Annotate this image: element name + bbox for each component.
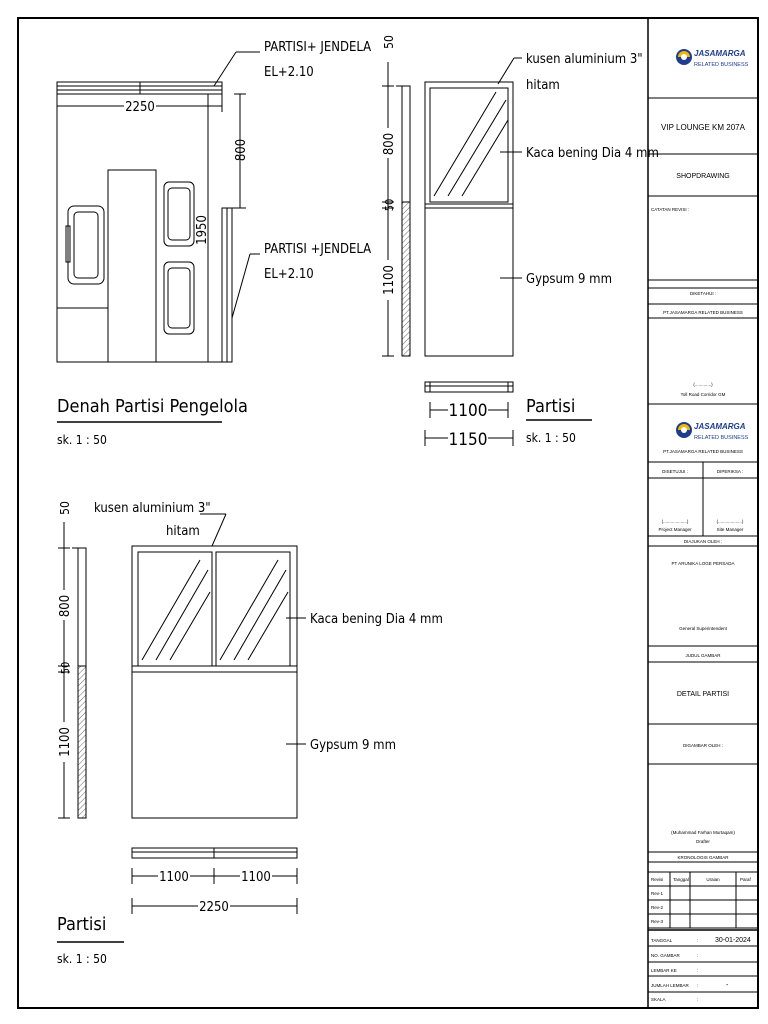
meta-colon-sheet: :: [697, 968, 698, 973]
elev-bottom-dim-50: 50: [58, 501, 72, 515]
elev-right-frame-note-1: kusen aluminium 3": [526, 52, 643, 67]
elev-bottom-dim-1100: 1100: [58, 727, 73, 757]
checked-sign: (...................): [717, 519, 744, 524]
logo2-text-line1: JASAMARGA: [694, 422, 746, 431]
company-logo: [676, 49, 692, 65]
drafter-name: (Muhammad Farhan Murtaqam): [671, 830, 735, 835]
rev-header-revisi: Revisi: [651, 877, 663, 882]
elev-bottom-title: Partisi: [57, 914, 106, 935]
project-name: VIP LOUNGE KM 207A: [661, 123, 746, 132]
checked-label: DIPERIKSA :: [717, 469, 743, 474]
elev-bottom-dim-2250: 2250: [199, 900, 229, 915]
plan-callout-top-line1: PARTISI+ JENDELA: [264, 40, 371, 55]
elev-right-frame-note-2: hitam: [526, 78, 560, 93]
plan-callout-bottom-line1: PARTISI +JENDELA: [264, 242, 371, 257]
elev-bottom-dim-1100-a: 1100: [159, 870, 189, 885]
checked-role: Site Manager: [717, 527, 744, 532]
meta-colon-scale: :: [697, 997, 698, 1002]
elev-bottom-dim-800: 800: [58, 595, 73, 617]
meta-value-total-sheets: -: [726, 982, 729, 989]
elev-right-dim-50: 50: [382, 35, 396, 49]
plan-view: [56, 51, 260, 423]
plan-title: Denah Partisi Pengelola: [57, 396, 248, 417]
drawing-title: DETAIL PARTISI: [677, 691, 729, 698]
company2-name: PT.JASAMARGA RELATED BUSINESS: [663, 449, 743, 454]
company-logo-2: [676, 422, 692, 438]
elev-right-dim-50b: 50: [383, 199, 396, 212]
drawing-title-label: JUDUL GAMBAR: [685, 653, 721, 658]
elev-bottom-dim-50b: 50: [59, 662, 72, 675]
drawing-type: SHOPDRAWING: [676, 173, 729, 180]
rev-header-uraian: Uraian: [706, 877, 720, 882]
approved-role: Project Manager: [658, 527, 692, 532]
title-block: [648, 97, 758, 993]
elev-bottom-frame-note-2: hitam: [166, 524, 200, 539]
chronology-label: KRONOLOGIS GAMBAR: [677, 855, 729, 860]
rev-header-tanggal: Tanggal: [673, 877, 689, 882]
elev-bottom-glass-note: Kaca bening Dia 4 mm: [310, 612, 443, 627]
meta-label-scale: SKALA: [651, 997, 666, 1002]
elev-right-scale: sk. 1 : 50: [526, 431, 576, 445]
known-sign-line: (.............): [693, 382, 713, 387]
plan-callout-top-line2: EL+2.10: [264, 65, 314, 80]
drawn-by-label: DIGAMBAR OLEH :: [683, 743, 723, 748]
known-label: DIKETAHUI :: [690, 291, 716, 296]
revision-notes-label: CATATAN REVISI :: [651, 207, 689, 212]
plan-scale: sk. 1 : 50: [57, 433, 107, 447]
submitted-role: General Superintendent: [679, 626, 728, 631]
elevation-bottom: [57, 513, 306, 943]
elev-right-glass-note: Kaca bening Dia 4 mm: [526, 146, 659, 161]
meta-label-total-sheets: JUMLAH LEMBAR: [651, 983, 690, 988]
elev-bottom-gypsum-note: Gypsum 9 mm: [310, 738, 396, 753]
elev-right-dim-1150: 1150: [449, 430, 488, 450]
meta-value-date: 30-01-2024: [715, 937, 751, 944]
plan-callout-bottom-line2: EL+2.10: [264, 267, 314, 282]
rev-row-2: Rev-2: [651, 905, 664, 910]
approved-sign: (...................): [662, 519, 689, 524]
approved-label: DISETUJUI :: [662, 469, 688, 474]
meta-label-sheet: LEMBAR KE: [651, 968, 677, 973]
known-role: Toll Road Corridor GM: [681, 392, 726, 397]
drafter-role: Drafter: [696, 839, 710, 844]
meta-colon-total-sheets: :: [697, 983, 698, 988]
rev-header-paraf: Paraf: [740, 877, 752, 882]
logo-text-line1: JASAMARGA: [694, 49, 746, 58]
plan-dim-width: 2250: [125, 100, 155, 115]
elev-right-gypsum-note: Gypsum 9 mm: [526, 272, 612, 287]
logo-text-line2: RELATED BUSINESS: [694, 62, 749, 68]
meta-colon-date: :: [697, 938, 698, 943]
logo2-text-line2: RELATED BUSINESS: [694, 435, 749, 441]
elev-bottom-dim-1100-b: 1100: [241, 870, 271, 885]
meta-colon-drawing-no: :: [697, 953, 698, 958]
meta-label-drawing-no: NO. GAMBAR: [651, 953, 681, 958]
meta-label-date: TANGGAL: [651, 938, 673, 943]
elev-bottom-scale: sk. 1 : 50: [57, 952, 107, 966]
elev-right-dim-1100: 1100: [382, 265, 397, 295]
submitted-company: PT ARUNIKA LOGE PERSADA: [672, 561, 735, 566]
elevation-right: [382, 57, 592, 446]
rev-row-3: Rev-3: [651, 919, 664, 924]
rev-row-1: Rev-1: [651, 891, 664, 896]
plan-dim-800: 800: [234, 139, 249, 161]
known-company: PT.JASAMARGA RELATED BUSINESS: [663, 310, 743, 315]
plan-dim-height: 1950: [195, 215, 210, 245]
elev-right-dim-800: 800: [382, 133, 397, 155]
elev-bottom-frame-note-1: kusen aluminium 3": [94, 501, 211, 516]
submitted-label: DIAJUKAN OLEH :: [684, 539, 722, 544]
sheet-border: [17, 17, 759, 1009]
elev-right-dim-1100-bottom: 1100: [449, 401, 488, 421]
elev-right-title: Partisi: [526, 396, 575, 417]
